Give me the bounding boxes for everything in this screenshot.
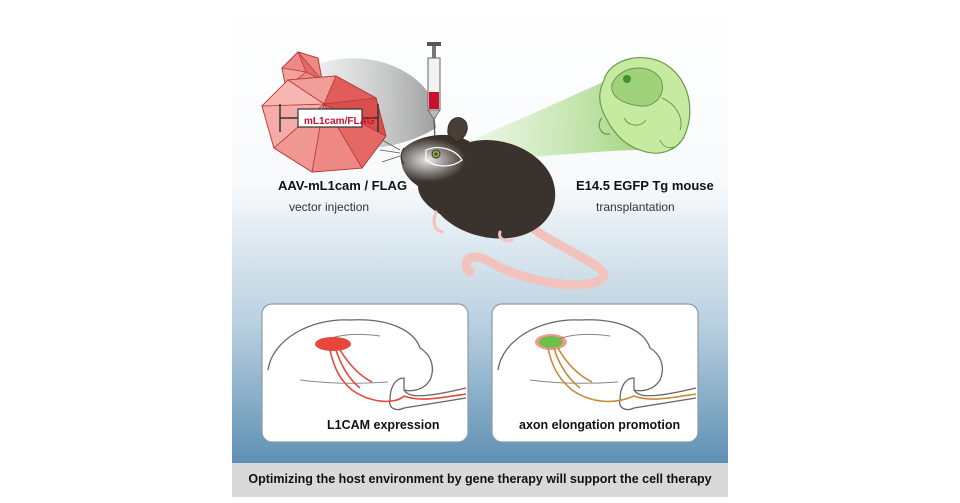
panel-l1cam-expression [261,303,469,443]
aav-virus-icon [261,51,387,173]
footer-caption: Optimizing the host environment by gene … [248,472,712,486]
donor-title: E14.5 EGFP Tg mouse [576,178,714,193]
transplant-site-green [539,336,563,348]
mouse-ear [447,117,468,143]
syringe-icon [427,42,441,141]
donor-subtitle: transplantation [596,200,675,214]
construct-label: mL1cam/FLAG [304,116,375,127]
panel-axon-elongation [491,303,699,443]
vector-title: AAV-mL1cam / FLAG [278,178,408,193]
construct-box [297,108,363,128]
vector-subtitle: vector injection [289,200,370,214]
brain-outline-1 [267,319,467,411]
transplant-beam [448,78,640,160]
footer-caption-bar: Optimizing the host environment by gene … [232,463,728,497]
mouse-icon [379,117,609,290]
panel-2-caption: axon elongation promotion [519,418,681,432]
embryo-icon [598,57,691,154]
transplant-site-red [315,337,351,351]
mouse-tail [461,221,609,290]
panel-1-caption: L1CAM expression [327,418,440,432]
